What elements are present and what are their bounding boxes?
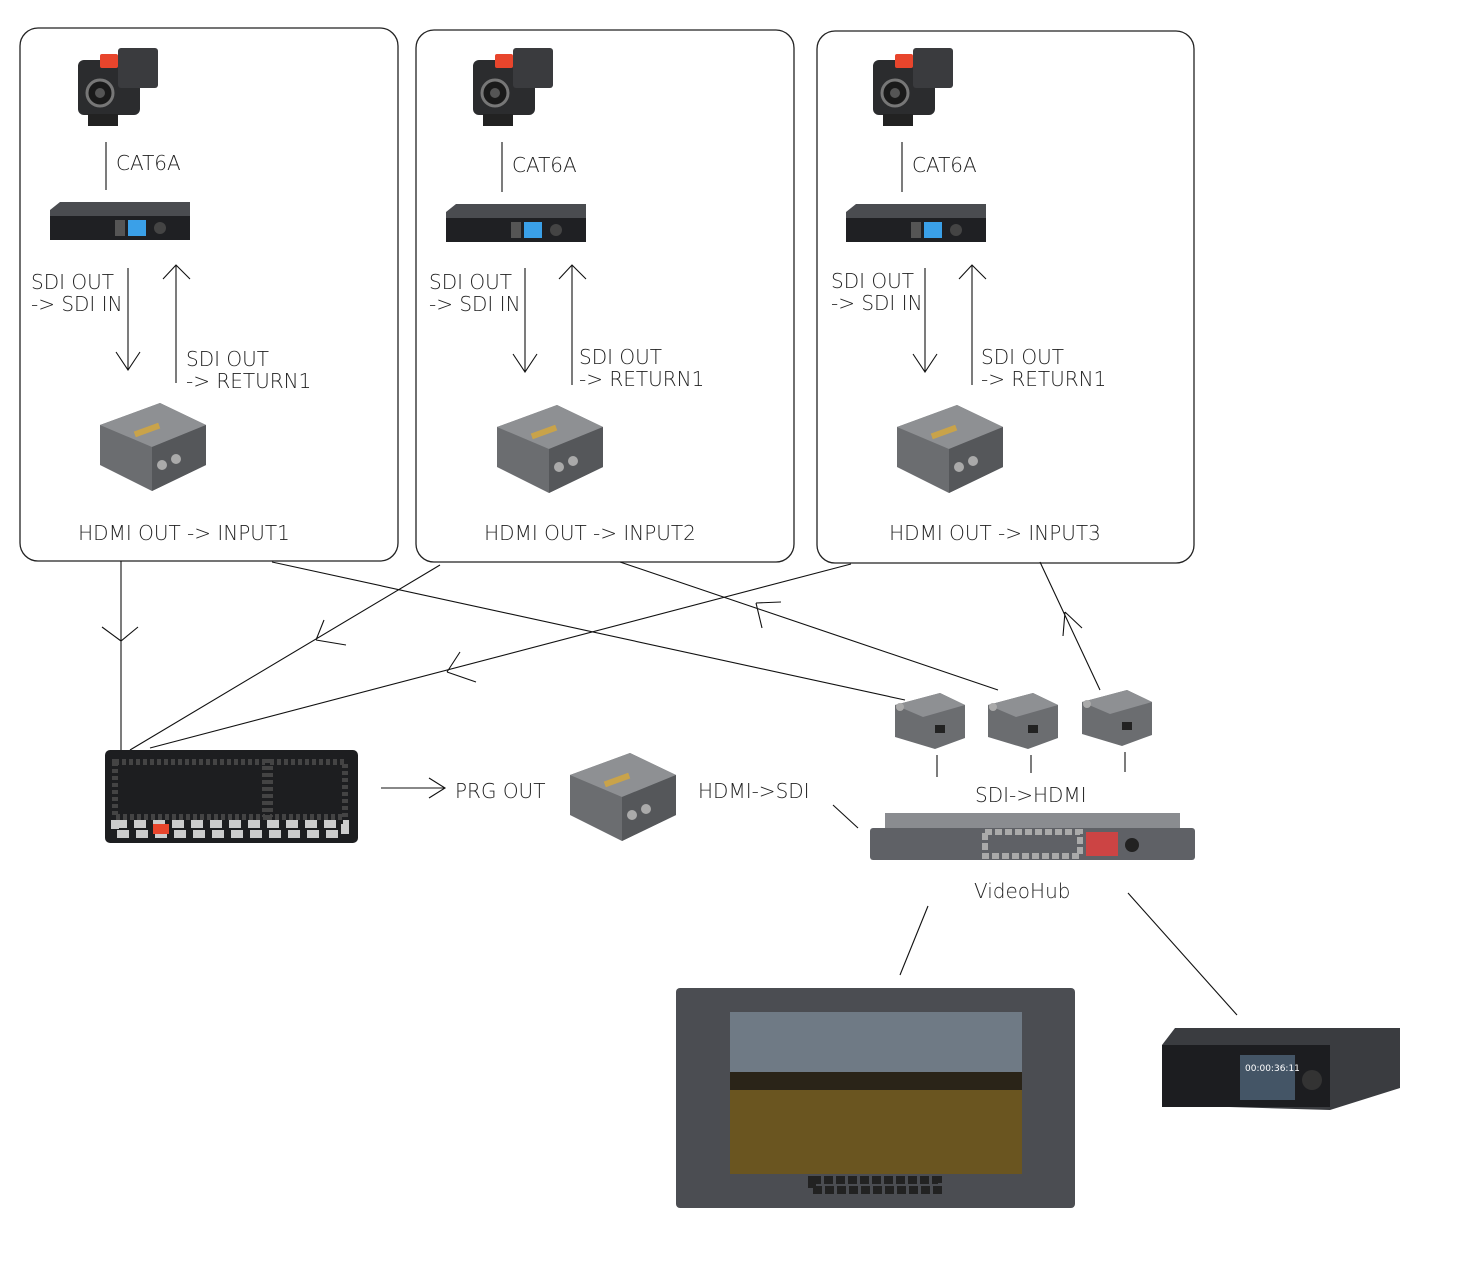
studio-camera-icon [471,46,555,128]
camera-group-1: CAT6A SDI OUT -> SDI IN SDI OUT -> RETUR… [19,27,399,562]
sdi-hdmi-converter-icon [895,693,965,749]
down-label: -> SDI IN [31,292,123,316]
group-frame [19,27,399,562]
camera-converter-icon [846,204,986,242]
camera-converter-icon [50,202,190,240]
output-label: HDMI OUT -> INPUT3 [889,521,1101,545]
hyperdeck-recorder-icon: 00:00:36:11 [1162,1028,1400,1110]
studio-camera-icon [871,46,955,128]
output-label: HDMI OUT -> INPUT1 [78,521,290,545]
cable-label: CAT6A [912,153,977,177]
up-label: -> RETURN1 [981,367,1106,391]
arrow-down-icon [912,268,938,373]
down-label: SDI OUT [429,270,512,294]
sdi-hdmi-converter-icon [1082,690,1152,746]
up-label: SDI OUT [579,345,662,369]
down-label: SDI OUT [831,269,914,293]
hdmi-sdi-converter-icon [570,753,676,841]
group-frame [816,30,1195,564]
sdi-hdmi-label: SDI->HDMI [975,783,1087,807]
arrow-down-icon [512,268,538,373]
up-label: -> RETURN1 [579,367,704,391]
rack-monitor-icon [676,988,1075,1208]
studio-camera-icon [76,46,160,128]
connection-lines [101,561,1238,1016]
videohub-label: VideoHub [974,879,1070,903]
camera-group-3: CAT6A SDI OUT -> SDI IN SDI OUT -> RETUR… [816,30,1195,564]
cable-label: CAT6A [116,151,181,175]
hdmi-sdi-label: HDMI->SDI [698,779,810,803]
arrow-down-icon [115,268,141,371]
prg-out-label: PRG OUT [455,779,545,803]
camera-group-2: CAT6A SDI OUT -> SDI IN SDI OUT -> RETUR… [415,29,795,563]
videohub-router-icon [870,813,1195,860]
group-frame [415,29,795,563]
up-label: -> RETURN1 [186,369,311,393]
sdi-hdmi-converter-icon [100,403,206,491]
down-label: -> SDI IN [831,291,923,315]
timecode-display: 00:00:36:11 [1245,1064,1300,1074]
output-label: HDMI OUT -> INPUT2 [484,521,696,545]
arrow-up-icon [558,264,587,385]
camera-converter-icon [446,204,586,242]
arrow-up-icon [958,264,987,385]
arrow-up-icon [162,264,191,383]
down-label: -> SDI IN [429,292,521,316]
atem-switcher-icon [105,750,358,843]
down-label: SDI OUT [31,270,114,294]
up-label: SDI OUT [186,347,269,371]
up-label: SDI OUT [981,345,1064,369]
cable-label: CAT6A [512,153,577,177]
sdi-hdmi-converter-icon [897,405,1003,493]
sdi-hdmi-converter-icon [988,693,1058,749]
sdi-hdmi-converter-icon [497,405,603,493]
